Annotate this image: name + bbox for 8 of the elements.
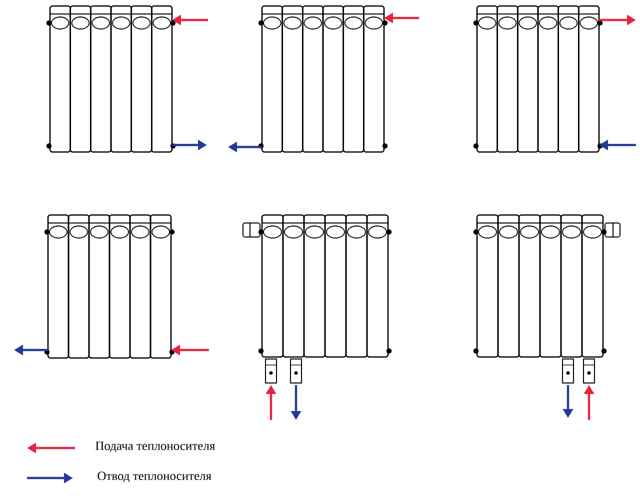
radiator-drawing bbox=[473, 214, 620, 384]
legend-text: Отвод теплоносителя bbox=[98, 472, 212, 482]
legend-text: Подача теплоносителя bbox=[96, 442, 215, 452]
radiator-drawing bbox=[258, 5, 388, 153]
radiator-drawing bbox=[242, 214, 392, 384]
radiator-drawing bbox=[44, 214, 175, 359]
radiator-drawing bbox=[46, 5, 176, 153]
radiator-drawing bbox=[473, 5, 603, 153]
